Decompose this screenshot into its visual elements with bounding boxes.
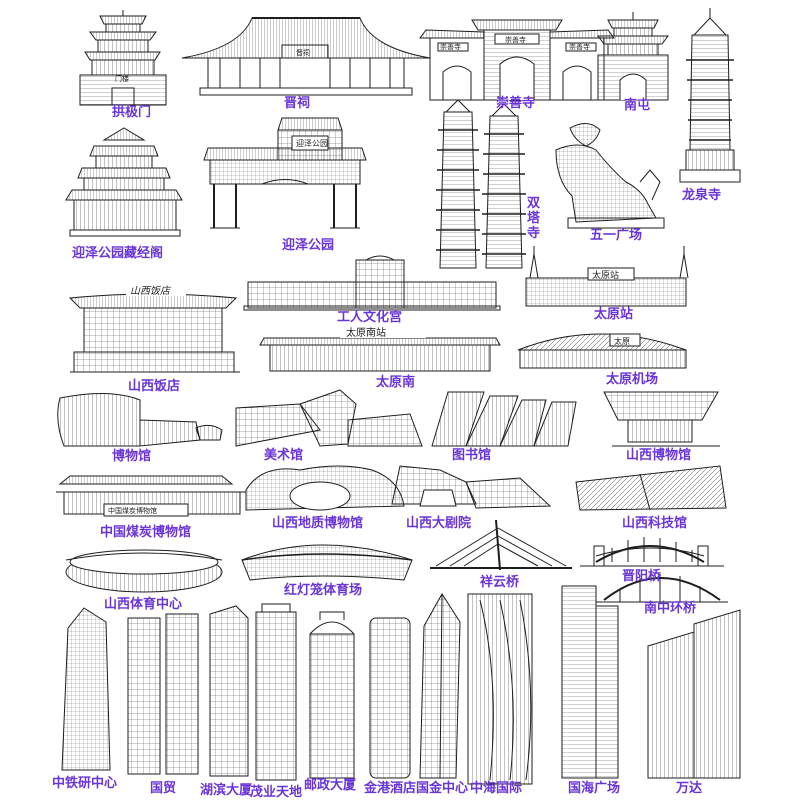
label-taiyuan-station: 太原站	[594, 307, 634, 322]
guojin-center-drawing	[419, 593, 461, 779]
label-taiyuan-airport: 太原机场	[606, 372, 659, 387]
label-shuangtasi: 双塔寺	[527, 196, 541, 241]
cangjingge-pavilion-drawing	[65, 127, 183, 237]
label-xiangyun-bridge: 祥云桥	[480, 575, 520, 590]
yingze-sign: 迎泽公园	[296, 138, 328, 148]
airport-sign: 太原	[614, 336, 630, 346]
label-zhongtie-center: 中铁研中心	[52, 776, 118, 791]
label-longquansi: 龙泉寺	[682, 188, 722, 203]
twin-pagodas-drawing	[436, 99, 526, 269]
gongji-gate-drawing	[79, 10, 167, 106]
label-science-museum: 山西科技馆	[622, 516, 688, 531]
coal-museum-sign: 中国煤炭博物馆	[108, 506, 157, 515]
jinci-drawing	[181, 17, 431, 96]
red-lantern-stadium-drawing	[241, 544, 413, 581]
jinci-sign: 晋祠	[296, 48, 310, 57]
label-nanzhonghuan-bridge: 南中环桥	[644, 601, 697, 616]
taiyuan-station-drawing	[525, 246, 689, 307]
label-hubin-tower: 湖滨大厦	[200, 783, 253, 798]
maoye-tower-drawing	[255, 603, 297, 781]
label-post-tower: 邮政大厦	[304, 778, 357, 793]
label-zhonghai: 中海国际	[470, 781, 523, 796]
label-jingang-hotel: 金港酒店	[364, 781, 417, 796]
label-maoye: 茂业天地	[250, 785, 303, 800]
workers-palace-drawing	[243, 255, 501, 311]
label-coal-museum: 中国煤炭博物馆	[100, 525, 192, 540]
nantun-gate-drawing	[597, 12, 669, 101]
label-nantun: 南屯	[624, 98, 651, 113]
label-jinyang-bridge: 晋阳桥	[622, 569, 662, 584]
label-red-lantern-stadium: 红灯笼体育场	[284, 583, 363, 598]
guohai-plaza-drawing	[561, 585, 619, 779]
label-shanxi-hotel: 山西饭店	[128, 379, 181, 394]
science-museum-drawing	[575, 465, 727, 511]
label-wanda: 万达	[676, 781, 703, 796]
label-art-museum: 美术馆	[264, 448, 304, 463]
shanxi-museum-drawing	[603, 391, 720, 447]
longquan-pagoda-drawing	[679, 8, 741, 183]
guomao-towers-drawing	[127, 613, 199, 775]
label-guomao: 国贸	[150, 781, 177, 796]
jingang-hotel-drawing	[369, 617, 411, 779]
label-guojin-center: 国金中心	[416, 781, 469, 796]
hotel-sign: 山西饭店	[130, 285, 172, 297]
art-museum-drawing	[235, 389, 423, 447]
zhonghai-tower-drawing	[467, 593, 533, 785]
label-wuyi-square: 五一广场	[590, 228, 643, 243]
sports-center-drawing	[65, 549, 223, 593]
yingze-archway-drawing	[203, 117, 367, 229]
taiyuan-station-sign: 太原站	[592, 269, 619, 281]
south-station-sign: 太原南站	[346, 326, 386, 339]
label-shanxi-museum: 山西博物馆	[626, 448, 692, 463]
taiyuan-south-station-drawing	[259, 326, 501, 372]
chongshan-sign-right: 崇善寺	[569, 42, 590, 51]
label-taiyuan-south: 太原南	[376, 375, 416, 390]
chongshan-temple-drawing	[419, 19, 615, 101]
taiyuan-airport-drawing	[517, 333, 687, 369]
shanxi-hotel-drawing	[68, 284, 240, 373]
coal-museum-drawing	[56, 475, 246, 517]
label-gongjimen: 拱极门	[112, 105, 152, 120]
label-cangjingge: 迎泽公园藏经阁	[72, 246, 164, 261]
label-guohai-plaza: 国海广场	[568, 781, 621, 796]
jinyang-bridge-drawing	[580, 537, 724, 567]
chongshan-sign-left: 崇善寺	[440, 42, 461, 51]
grand-theatre-drawing	[391, 465, 552, 509]
label-grand-theatre: 山西大剧院	[406, 516, 472, 531]
label-library: 图书馆	[452, 448, 492, 463]
chongshan-sign-middle: 崇善寺	[505, 35, 526, 44]
label-workers-palace: 工人文化宫	[337, 310, 403, 325]
label-geology-museum: 山西地质博物馆	[272, 516, 364, 531]
label-sports-center: 山西体育中心	[104, 597, 183, 612]
museum-drawing	[57, 393, 223, 447]
hubin-tower-drawing	[209, 605, 249, 777]
xiangyun-bridge-drawing	[430, 519, 572, 571]
label-chongshansi: 崇善寺	[496, 96, 536, 111]
wanda-towers-drawing	[647, 609, 741, 779]
post-tower-drawing	[309, 611, 355, 779]
label-yingze-park: 迎泽公园	[282, 238, 335, 253]
library-drawing	[431, 391, 577, 447]
geology-museum-drawing	[245, 465, 405, 511]
nanzhonghuan-bridge-drawing	[596, 574, 728, 603]
label-jinci: 晋祠	[284, 96, 311, 111]
gongji-sign: 门楼	[115, 74, 129, 83]
zhongtie-research-tower-drawing	[61, 607, 111, 771]
wuyi-square-sculpture-drawing	[555, 123, 665, 229]
label-museum: 博物馆	[112, 449, 152, 464]
